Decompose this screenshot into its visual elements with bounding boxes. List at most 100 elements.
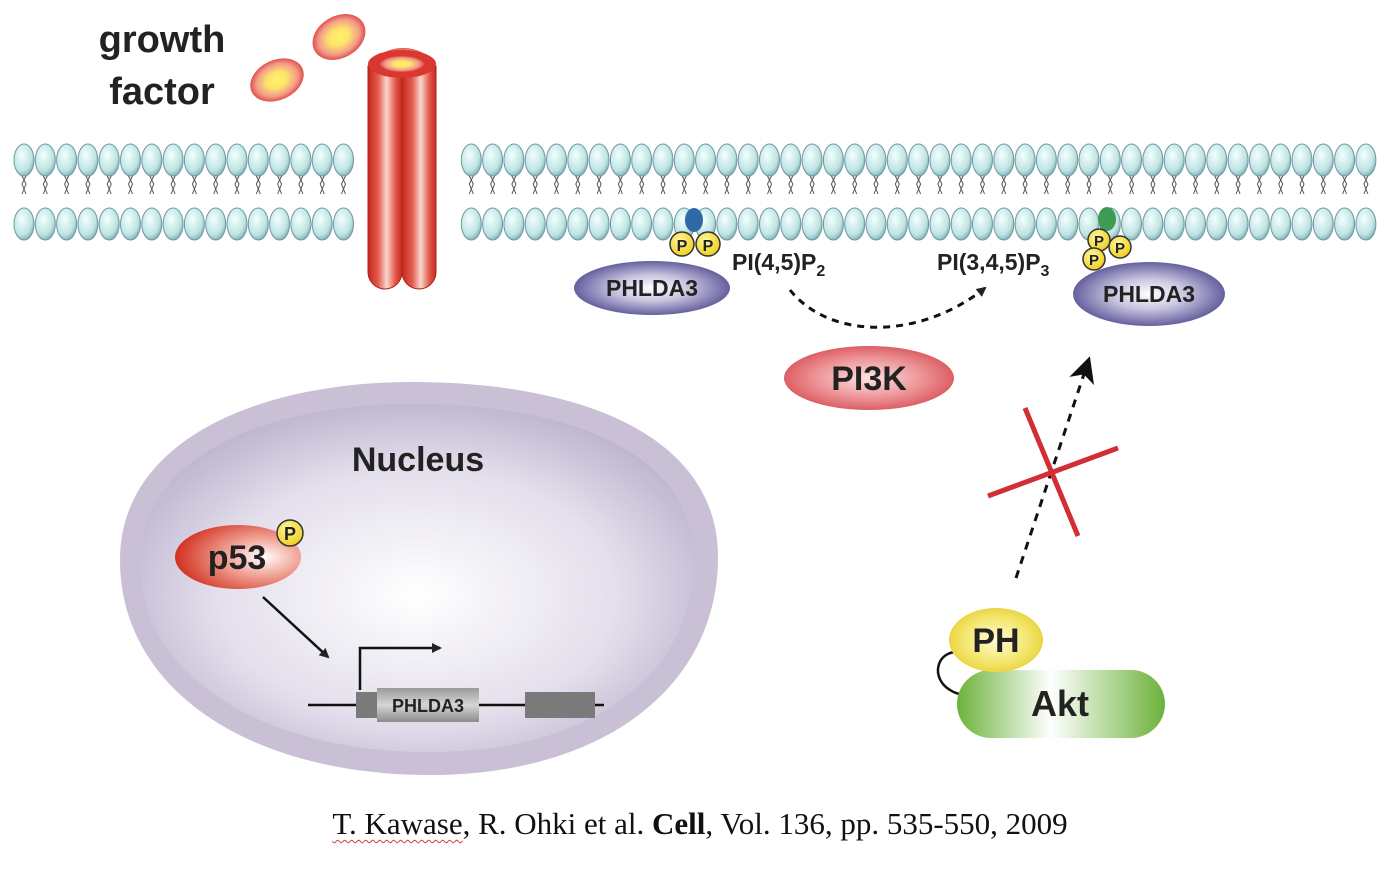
lipid-head (1014, 207, 1036, 241)
growth-factor-molecule (250, 58, 304, 102)
pi3k-enzyme (784, 346, 954, 410)
lipid-head (695, 143, 717, 177)
phlda3-right-label: PHLDA3 (1103, 281, 1195, 307)
lipid-head (13, 207, 35, 241)
lipid-tail (893, 173, 901, 195)
lipid-tail (1255, 173, 1263, 195)
lipid-head (865, 143, 887, 177)
lipid-head (609, 143, 631, 177)
lipid-head (205, 143, 227, 177)
citation: T. Kawase, R. Ohki et al. Cell, Vol. 136… (0, 806, 1400, 842)
lipid-head (673, 143, 695, 177)
transcription-start-arrow (358, 643, 442, 690)
lipid-tail (1000, 173, 1008, 195)
lipid-head (1057, 143, 1079, 177)
lipid-tail (787, 173, 795, 195)
lipid-head (950, 143, 972, 177)
lipid-tail (723, 173, 731, 195)
lipid-head (993, 207, 1015, 241)
lipid-head (98, 143, 120, 177)
lipid-head (780, 143, 802, 177)
lipid-tail (979, 173, 986, 195)
lipid-tail (276, 173, 284, 195)
lipid-tail (1042, 173, 1050, 195)
lipid-head (120, 207, 141, 241)
lipid-head (588, 207, 610, 241)
lipid-head (141, 207, 163, 241)
lipid-head (183, 143, 205, 177)
p53-protein (175, 525, 301, 589)
lipid-head (609, 207, 631, 241)
lipid-head (482, 143, 504, 177)
lipid-head (631, 143, 653, 177)
lipid-head (1057, 207, 1079, 241)
lipid-head (1248, 143, 1270, 177)
lipid-tail (702, 173, 710, 195)
lipid-tail (595, 173, 603, 195)
lipid-head (759, 207, 780, 241)
lipid-tail (489, 173, 497, 195)
lipid-head (631, 207, 653, 241)
lipid-head (737, 143, 759, 177)
phlda3-left-label: PHLDA3 (606, 275, 698, 301)
lipid-head (1312, 143, 1334, 177)
lipid-tail (1021, 173, 1029, 195)
lipid-head (1121, 143, 1143, 177)
phosphate-icon (1108, 235, 1132, 259)
lipid-head (482, 207, 504, 241)
lipid-head (290, 143, 312, 177)
lipid-head (13, 143, 35, 177)
nucleus-label: Nucleus (352, 441, 484, 479)
akt-recruitment-arrow (1014, 356, 1095, 579)
lipid-head (546, 207, 567, 241)
lipid-head (290, 207, 312, 241)
lipid-tail (553, 173, 560, 195)
lipid-head (77, 207, 99, 241)
growth-factor-molecule (312, 14, 366, 60)
lipid-tail (1064, 173, 1072, 195)
lipid-tail (63, 173, 71, 195)
lipid-tail (127, 173, 134, 195)
lipid-head (1206, 207, 1228, 241)
lipid-tail (616, 173, 624, 195)
lipid-tail (915, 173, 923, 195)
lipid-head (1248, 207, 1270, 241)
lipid-head (822, 207, 844, 241)
lipid-head (1142, 143, 1164, 177)
lipid-tail (1085, 173, 1093, 195)
lipid-head (503, 143, 525, 177)
svg-text:P: P (1089, 252, 1099, 269)
inhibition-cross-icon (987, 407, 1119, 537)
lipid-head (162, 143, 184, 177)
lipid-head (77, 143, 99, 177)
lipid-tail (829, 173, 837, 195)
lipid-head (801, 143, 823, 177)
lipid-head (98, 207, 120, 241)
pip3-lipid: P P P (1082, 207, 1132, 271)
lipid-head (269, 143, 291, 177)
phosphate-icon (695, 231, 721, 257)
lipid-head (460, 143, 482, 177)
lipid-head (972, 207, 993, 241)
svg-text:P: P (1115, 240, 1125, 257)
lipid-head (333, 207, 354, 241)
lipid-head (460, 207, 482, 241)
lipid-tail (957, 173, 965, 195)
lipid-head (120, 143, 141, 177)
lipid-head (780, 207, 802, 241)
lipid-tail (169, 173, 177, 195)
phosphate-icon (276, 519, 304, 547)
svg-text:P: P (703, 238, 714, 255)
lipid-head (1334, 143, 1356, 177)
lipid-tail (872, 173, 880, 195)
lipid-head (1142, 207, 1164, 241)
lipid-head (1355, 143, 1377, 177)
lipid-tail (1106, 173, 1114, 195)
lipid-tail (936, 173, 944, 195)
ph-domain (949, 608, 1043, 672)
lipid-head (972, 143, 993, 177)
lipid-head (886, 143, 908, 177)
citation-journal: Cell (652, 806, 706, 841)
lipid-head (1121, 207, 1143, 241)
lipid-tail (1277, 173, 1285, 195)
